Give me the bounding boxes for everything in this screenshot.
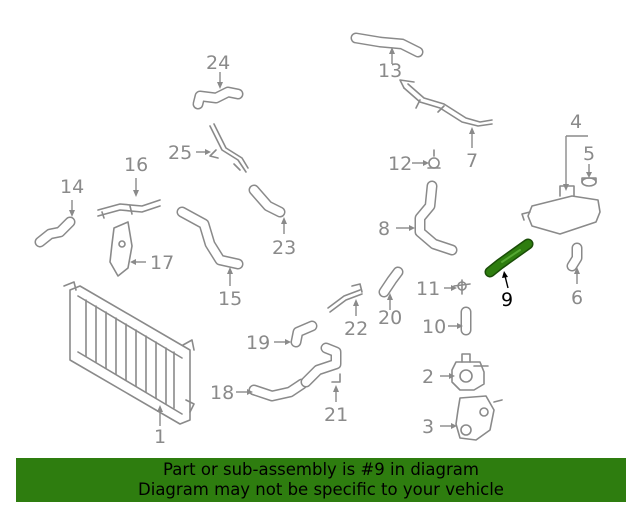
part-20-hose[interactable] (378, 266, 404, 298)
callout-13: 13 (378, 60, 402, 82)
part-4-reservoir[interactable] (521, 185, 601, 235)
callout-4: 4 (570, 111, 582, 133)
part-15-hose[interactable] (176, 206, 244, 270)
callout-17: 17 (150, 252, 174, 274)
callout-23: 23 (272, 237, 296, 259)
callout-22: 22 (344, 318, 368, 340)
callout-14: 14 (60, 176, 84, 198)
part-2-water-pump[interactable] (451, 353, 489, 391)
callout-8: 8 (378, 218, 390, 240)
callout-16: 16 (124, 154, 148, 176)
part-24-hose[interactable] (192, 86, 244, 110)
part-23-hose[interactable] (248, 184, 286, 218)
callout-1: 1 (154, 426, 166, 448)
part-13-hose[interactable] (350, 32, 424, 58)
callout-3: 3 (422, 416, 434, 438)
callout-18: 18 (210, 382, 234, 404)
part-16-pipe[interactable] (97, 199, 161, 219)
part-17-bracket[interactable] (109, 221, 133, 277)
callout-15: 15 (218, 288, 242, 310)
callout-2: 2 (422, 366, 434, 388)
callout-25: 25 (168, 142, 192, 164)
banner-line-1: Part or sub-assembly is #9 in diagram (163, 460, 479, 479)
part-1-radiator[interactable] (63, 281, 195, 425)
part-5-cap[interactable] (581, 177, 597, 187)
part-25-pipe[interactable] (209, 123, 249, 173)
part-21-hose[interactable] (300, 342, 342, 388)
part-18-hose[interactable] (248, 378, 308, 402)
callout-19: 19 (246, 332, 270, 354)
callout-9: 9 (501, 289, 513, 311)
callout-21: 21 (324, 404, 348, 426)
callout-6: 6 (571, 287, 583, 309)
banner-line-2: Diagram may not be specific to your vehi… (138, 480, 504, 499)
callout-5: 5 (583, 143, 595, 165)
callout-11: 11 (416, 278, 440, 300)
part-7-tube[interactable] (399, 79, 493, 127)
part-19-hose[interactable] (290, 320, 318, 348)
part-14-hose[interactable] (34, 216, 76, 248)
part-8-hose[interactable] (414, 180, 458, 256)
callout-7: 7 (466, 150, 478, 172)
part-9-highlighted-hose[interactable] (484, 238, 534, 278)
callout-12: 12 (388, 153, 412, 175)
callout-10: 10 (422, 316, 446, 338)
part-3-bracket[interactable] (455, 395, 503, 441)
callout-20: 20 (378, 307, 402, 329)
part-22-pipe[interactable] (327, 283, 363, 313)
part-11-tee[interactable] (453, 279, 471, 295)
info-banner: Part or sub-assembly is #9 in diagram Di… (16, 458, 626, 502)
part-12-valve[interactable] (427, 149, 441, 169)
callout-24: 24 (206, 52, 230, 74)
part-6-hose[interactable] (566, 242, 583, 272)
